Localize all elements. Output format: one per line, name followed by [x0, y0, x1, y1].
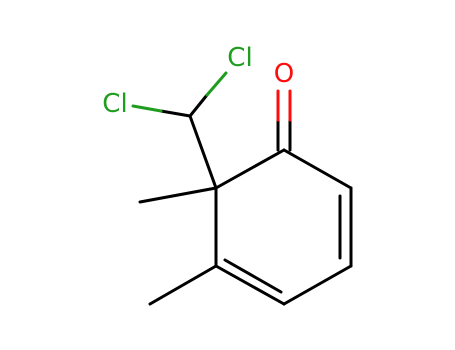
bond-c4-c5 — [214, 264, 286, 306]
bond-c6-chcl2 — [188, 114, 218, 190]
substituent-bonds — [131, 71, 292, 306]
bond-c-cl1-black — [188, 93, 209, 118]
bond-c3-c4 — [282, 264, 353, 306]
bond-c4-c5-inner — [223, 258, 283, 294]
bond-c-cl2-green — [131, 104, 163, 113]
atom-label-chlorine-left: Cl — [102, 89, 127, 119]
atom-label-oxygen: O — [274, 59, 294, 89]
bond-c-cl1-green — [205, 71, 228, 97]
bond-c-cl2-black — [159, 109, 192, 118]
bond-methyl-c5 — [148, 264, 218, 306]
ring-bonds — [214, 148, 353, 306]
bond-c6-c1 — [214, 148, 286, 190]
atom-label-chlorine-top: Cl — [227, 43, 252, 73]
bond-c1-c2 — [282, 148, 353, 190]
bond-methyl-c6 — [138, 186, 218, 204]
